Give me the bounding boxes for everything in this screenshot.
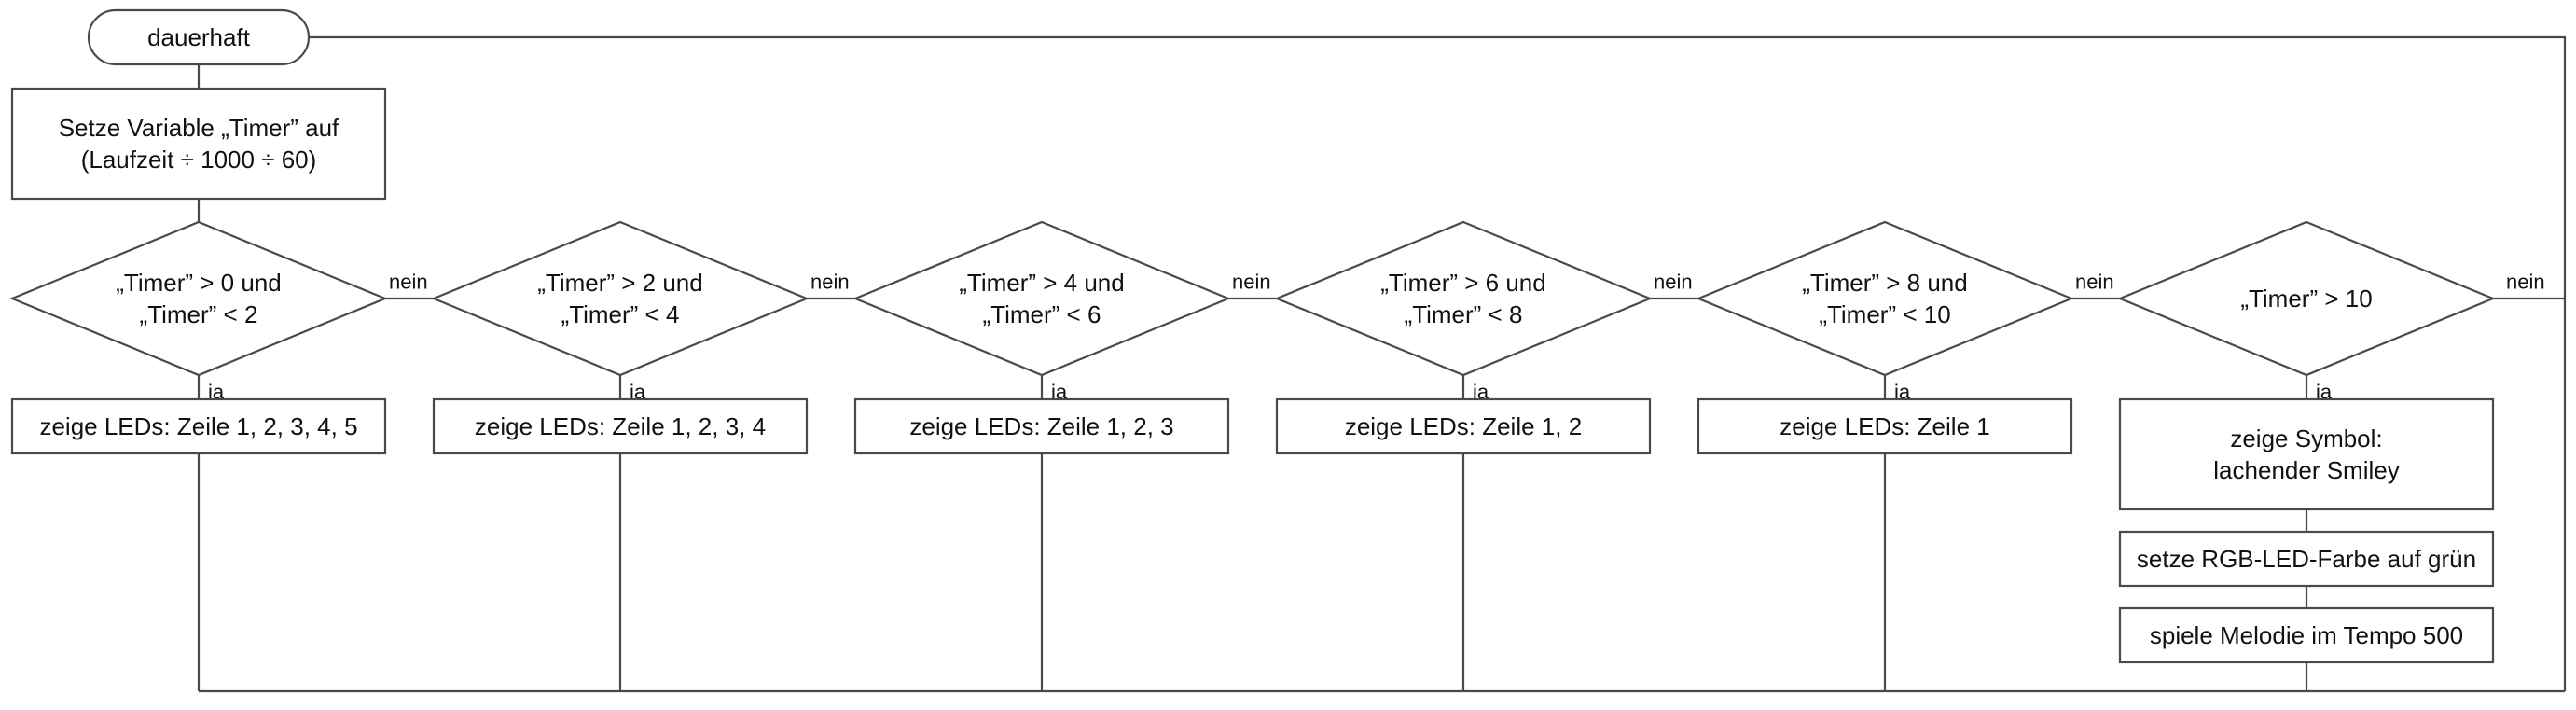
decision-diamond-5 bbox=[1696, 220, 2074, 377]
action-label-3-1: zeige LEDs: Zeile 1, 2, 3 bbox=[909, 412, 1173, 440]
decision-label-2: „Timer” > 2 und bbox=[537, 269, 702, 297]
decision-label-5: „Timer” > 8 und bbox=[1802, 269, 1967, 297]
decision-label-1: „Timer” < 2 bbox=[140, 300, 258, 328]
start-terminator bbox=[87, 8, 311, 66]
ja-label-4: ja bbox=[1472, 381, 1489, 404]
action-box-6-1 bbox=[2118, 397, 2495, 511]
nein-label-4: nein bbox=[1654, 271, 1693, 294]
action-label-1-1: zeige LEDs: Zeile 1, 2, 3, 4, 5 bbox=[39, 412, 357, 440]
decision-label-6: „Timer” > 10 bbox=[2240, 285, 2372, 313]
decision-label-4: „Timer” < 8 bbox=[1405, 300, 1523, 328]
init-process-label: Setze Variable „Timer” auf bbox=[59, 114, 339, 142]
action-box-6-2 bbox=[2118, 530, 2495, 588]
ja-label-2: ja bbox=[629, 381, 646, 404]
ja-label-1: ja bbox=[207, 381, 225, 404]
nein-label-5: nein bbox=[2075, 271, 2114, 294]
action-label-5-1: zeige LEDs: Zeile 1 bbox=[1780, 412, 1989, 440]
action-label-4-1: zeige LEDs: Zeile 1, 2 bbox=[1345, 412, 1582, 440]
decision-label-1: „Timer” > 0 und bbox=[116, 269, 281, 297]
action-label-6-3: spiele Melodie im Tempo 500 bbox=[2150, 621, 2463, 649]
nein-label-2: nein bbox=[810, 271, 850, 294]
decision-label-3: „Timer” > 4 und bbox=[959, 269, 1124, 297]
decision-label-5: „Timer” < 10 bbox=[1819, 300, 1950, 328]
action-box-2-1 bbox=[432, 397, 809, 455]
loop-back-line bbox=[309, 35, 2567, 691]
decision-diamond-6 bbox=[2117, 220, 2496, 377]
connectors bbox=[197, 35, 2567, 693]
nein-label-3: nein bbox=[1232, 271, 1271, 294]
decision-diamond-2 bbox=[431, 220, 810, 377]
start-label: dauerhaft bbox=[147, 23, 251, 51]
action-box-3-1 bbox=[853, 397, 1230, 455]
ja-label-6: ja bbox=[2315, 381, 2333, 404]
decision-label-3: „Timer” < 6 bbox=[983, 300, 1101, 328]
action-label-6-2: setze RGB-LED-Farbe auf grün bbox=[2137, 545, 2476, 573]
decision-diamond-3 bbox=[852, 220, 1231, 377]
decision-label-4: „Timer” > 6 und bbox=[1380, 269, 1545, 297]
nein-label-6: nein bbox=[2506, 271, 2545, 294]
action-label-6-1: zeige Symbol: bbox=[2230, 425, 2382, 452]
init-process-box bbox=[10, 87, 387, 201]
action-box-6-3 bbox=[2118, 606, 2495, 664]
action-label-6-1: lachender Smiley bbox=[2213, 456, 2399, 484]
decision-label-2: „Timer” < 4 bbox=[561, 300, 680, 328]
ja-label-5: ja bbox=[1893, 381, 1911, 404]
action-box-1-1 bbox=[10, 397, 387, 455]
decision-diamond-4 bbox=[1274, 220, 1653, 377]
action-box-4-1 bbox=[1275, 397, 1652, 455]
init-process-label: (Laufzeit ÷ 1000 ÷ 60) bbox=[81, 146, 317, 174]
nein-label-1: nein bbox=[389, 271, 428, 294]
action-label-2-1: zeige LEDs: Zeile 1, 2, 3, 4 bbox=[475, 412, 766, 440]
ja-label-3: ja bbox=[1050, 381, 1068, 404]
action-box-5-1 bbox=[1697, 397, 2073, 455]
decision-diamond-1 bbox=[9, 220, 388, 377]
